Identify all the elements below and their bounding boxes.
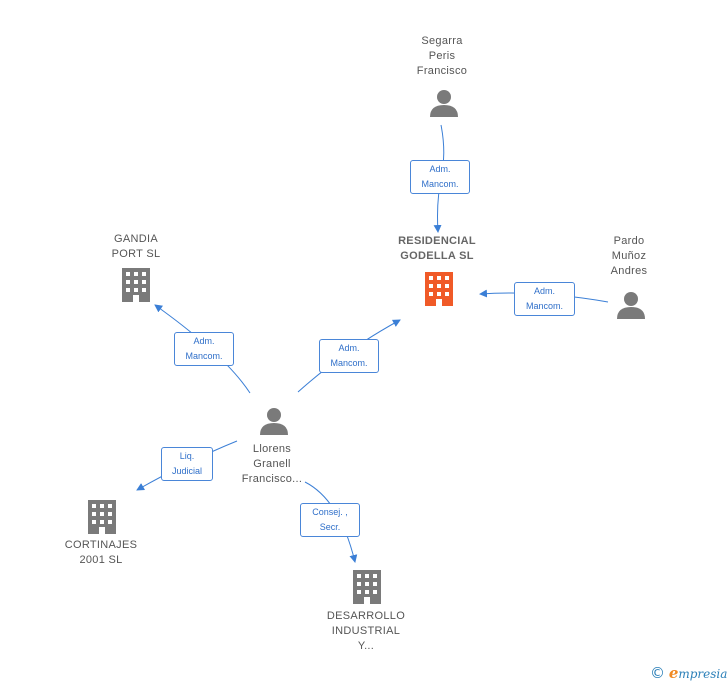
edge-label-llorens-desarrollo: Consej. , Secr. [300,503,360,537]
edge-label-llorens-gandia: Adm. Mancom. [174,332,234,366]
brand-initial: e [668,664,679,682]
edge-label-llorens-residencial: Adm. Mancom. [319,339,379,373]
brand-watermark: © empresia [650,664,727,682]
node-label-residencial[interactable]: RESIDENCIAL GODELLA SL [398,235,476,262]
building-icon[interactable] [122,268,150,302]
copyright-icon: © [650,664,665,682]
edge-label-llorens-cortinajes: Liq. Judicial [161,447,213,481]
person-icon[interactable] [260,408,288,435]
node-label-segarra[interactable]: Segarra Peris Francisco [416,35,468,77]
building-icon[interactable] [88,500,116,534]
building-icon[interactable] [353,570,381,604]
person-icon[interactable] [617,292,645,319]
building-icon[interactable] [425,272,453,306]
brand-name: mpresia [678,667,728,681]
node-label-cortinajes[interactable]: CORTINAJES 2001 SL [64,539,138,566]
edge-label-pardo-residencial: Adm. Mancom. [514,282,575,316]
node-label-pardo[interactable]: Pardo Muñoz Andres [610,235,648,277]
person-icon[interactable] [430,90,458,117]
node-label-llorens[interactable]: Llorens Granell Francisco... [241,443,303,485]
node-label-gandia[interactable]: GANDIA PORT SL [111,233,161,260]
node-label-desarrollo[interactable]: DESARROLLO INDUSTRIAL Y... [326,610,406,652]
edge-label-segarra-residencial: Adm. Mancom. [410,160,470,194]
